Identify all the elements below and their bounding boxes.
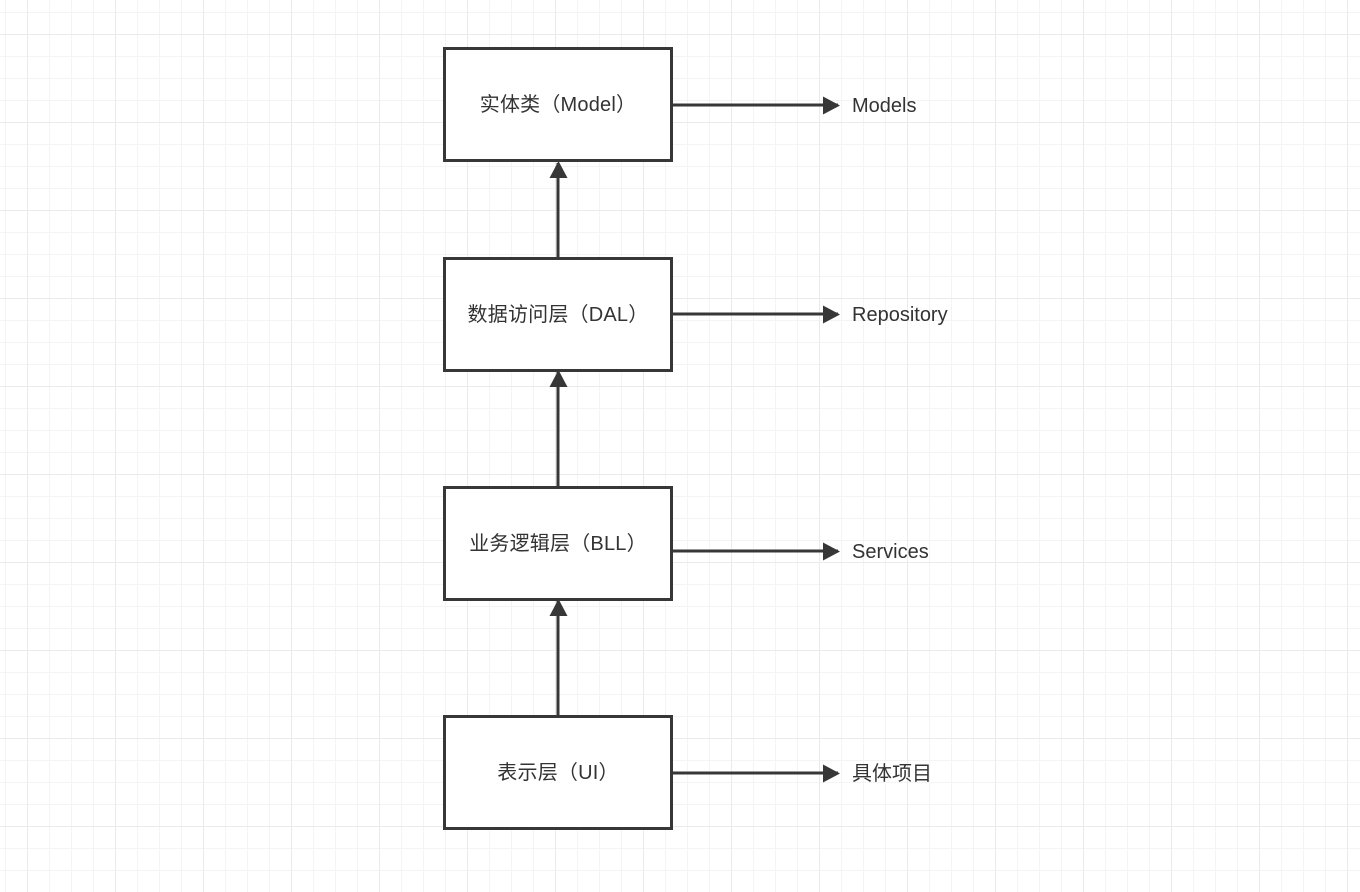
arrow-ui-to-concrete-project	[673, 771, 838, 775]
side-label-repository: Repository	[852, 304, 948, 326]
arrow-bll-to-services	[673, 549, 838, 553]
node-label-model: 实体类（Model）	[479, 93, 637, 116]
node-box-ui[interactable]: 表示层（UI）	[443, 715, 673, 830]
arrow-dal-to-repository	[673, 312, 838, 316]
side-label-models: Models	[852, 95, 917, 117]
node-label-dal: 数据访问层（DAL）	[467, 303, 649, 326]
node-label-ui: 表示层（UI）	[497, 761, 619, 784]
side-label-concrete-project: 具体项目	[852, 763, 932, 785]
arrow-dal-to-model	[556, 163, 560, 257]
node-box-dal[interactable]: 数据访问层（DAL）	[443, 257, 673, 372]
arrow-model-to-models	[673, 103, 838, 107]
node-label-bll: 业务逻辑层（BLL）	[469, 532, 647, 555]
node-box-bll[interactable]: 业务逻辑层（BLL）	[443, 486, 673, 601]
arrow-ui-to-bll	[556, 601, 560, 715]
node-box-model[interactable]: 实体类（Model）	[443, 47, 673, 162]
side-label-services: Services	[852, 541, 929, 563]
arrow-bll-to-dal	[556, 372, 560, 486]
